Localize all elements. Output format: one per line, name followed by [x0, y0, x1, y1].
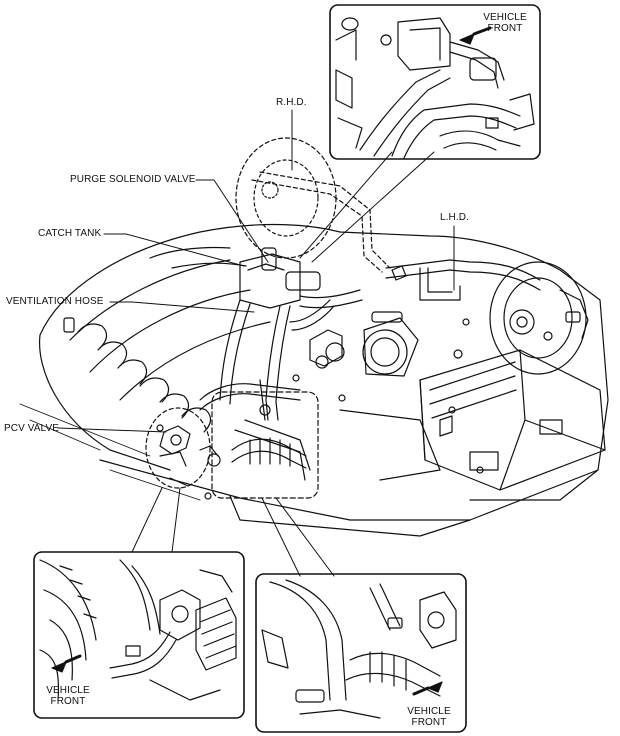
vehicle-front-label-top-right: VEHICLE FRONT — [474, 12, 536, 34]
inset-bottom-right — [255, 573, 467, 733]
vehicle-front-line1: VEHICLE — [46, 685, 90, 696]
vehicle-front-line2: FRONT — [50, 696, 86, 707]
vehicle-front-line2: FRONT — [487, 23, 523, 34]
lhd-label: L.H.D. — [440, 212, 469, 223]
inset-top-right — [329, 4, 541, 160]
vehicle-front-line1: VEHICLE — [483, 12, 527, 23]
pcv-valve-label: PCV VALVE — [4, 423, 59, 434]
vehicle-front-label-bottom-right: VEHICLE FRONT — [398, 706, 460, 728]
ventilation-hose-label: VENTILATION HOSE — [6, 296, 104, 307]
vehicle-front-label-bottom-left: VEHICLE FRONT — [38, 685, 98, 707]
purge-solenoid-valve-label: PURGE SOLENOID VALVE — [70, 174, 196, 185]
inset-bottom-left — [33, 551, 245, 719]
vehicle-front-line2: FRONT — [411, 717, 447, 728]
engine-bay-main — [19, 137, 609, 537]
callout-leaders — [57, 109, 455, 577]
catch-tank-label: CATCH TANK — [38, 228, 102, 239]
vehicle-front-line1: VEHICLE — [407, 706, 451, 717]
rhd-label: R.H.D. — [276, 97, 307, 108]
